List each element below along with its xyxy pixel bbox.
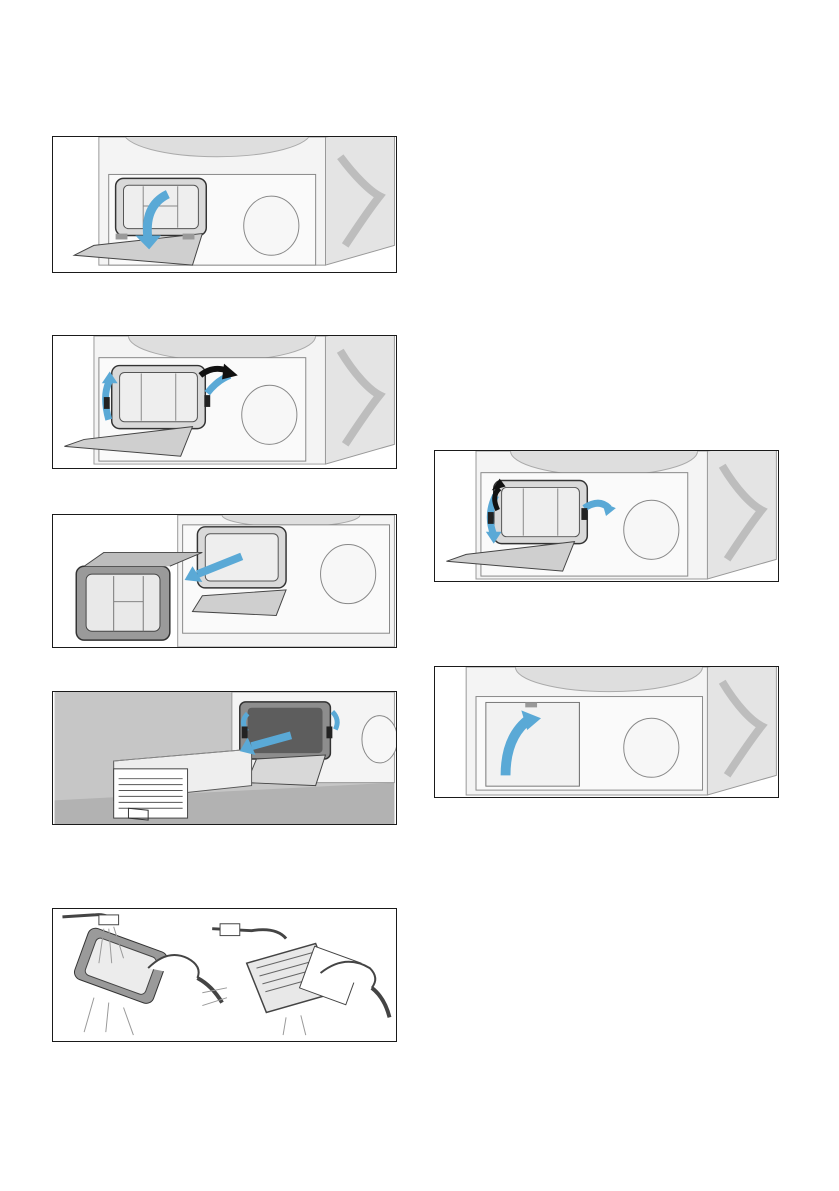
illustration-unlock-levers	[52, 335, 397, 469]
lever-icon	[488, 512, 494, 524]
shower-head-icon	[62, 915, 118, 925]
lever-icon	[326, 726, 332, 738]
illustration-pull-heat-exchanger	[52, 691, 397, 825]
dryer-base-drawing	[53, 515, 396, 647]
dryer-base-drawing	[53, 692, 396, 824]
lever-icon	[104, 397, 110, 409]
rinse-drawing	[53, 909, 396, 1041]
lever-icon	[242, 726, 248, 738]
illustration-rinse-components	[52, 908, 397, 1042]
illustration-remove-frame	[52, 514, 397, 648]
dryer-base-drawing	[435, 451, 778, 581]
illustration-open-flap	[52, 136, 397, 273]
illustration-lock-levers	[434, 450, 779, 582]
shower-head-icon	[212, 924, 286, 939]
dryer-base-drawing	[435, 667, 778, 797]
lever-icon	[204, 395, 210, 407]
dryer-base-drawing	[53, 336, 396, 468]
lever-icon	[581, 508, 587, 520]
dryer-base-drawing	[53, 137, 396, 272]
illustration-close-flap	[434, 666, 779, 798]
